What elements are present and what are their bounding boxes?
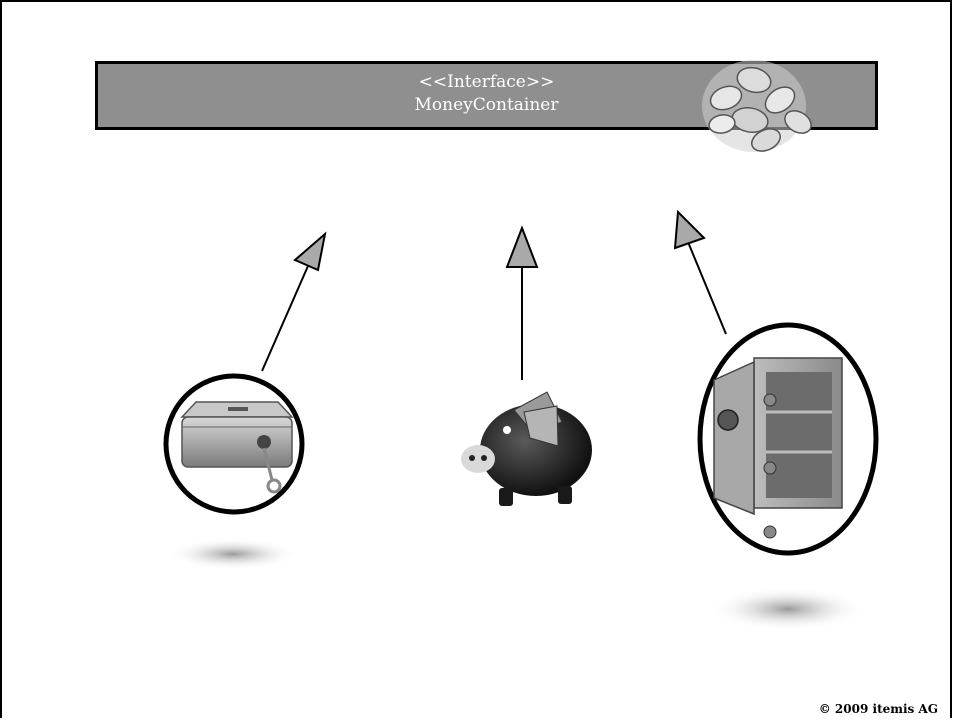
- safe-icon: [700, 325, 876, 553]
- copyright-footer: © 2009 itemis AG: [819, 702, 938, 716]
- arrow-safe-to-interface: [675, 212, 726, 334]
- arrow-cashbox-to-interface: [262, 234, 325, 371]
- cash-box-icon: [166, 376, 302, 512]
- piggy-bank-icon: [461, 392, 592, 506]
- safe-shadow: [710, 587, 866, 631]
- arrow-piggybank-to-interface: [507, 228, 537, 380]
- coins-icon: [702, 60, 815, 155]
- cash-box-shadow: [167, 538, 299, 570]
